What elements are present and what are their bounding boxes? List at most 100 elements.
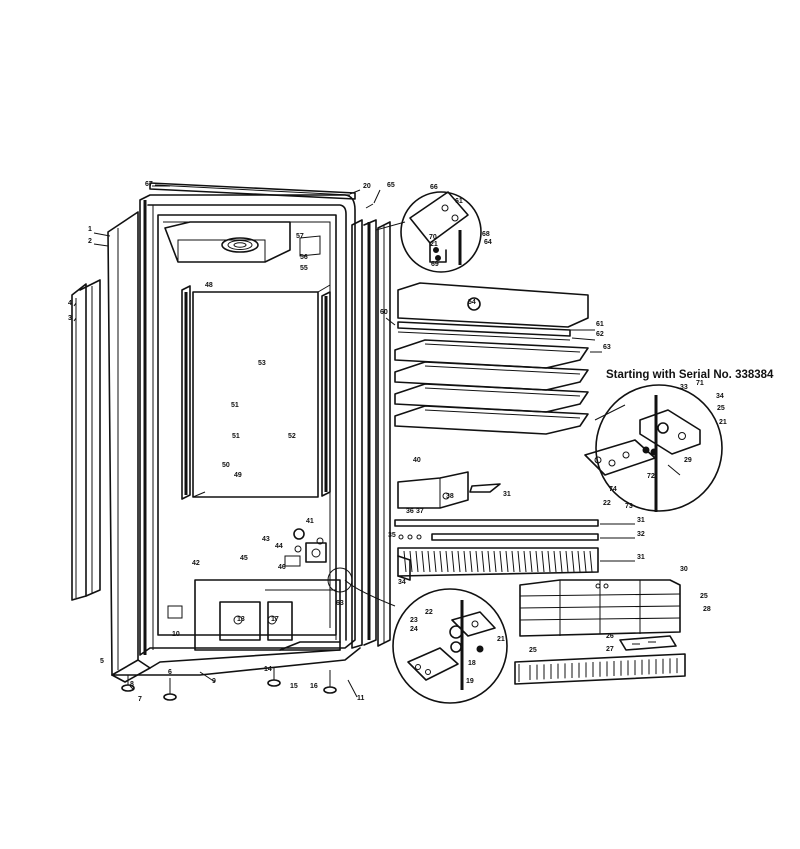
callout-73: 73 [625,503,633,510]
callout-20: 20 [363,183,371,190]
callout-25: 25 [700,593,708,600]
callout-21: 21 [430,241,438,248]
callout-34: 34 [716,393,724,400]
callout-43: 43 [262,536,270,543]
louver-slat [409,550,413,573]
shelves [394,339,589,435]
callout-50: 50 [222,462,230,469]
louver-slat [415,550,419,573]
callout-13: 13 [237,616,245,623]
callout-1: 1 [88,226,92,233]
callout-61: 61 [596,321,604,328]
callout-31: 31 [637,554,645,561]
callout-9: 9 [212,678,216,685]
callout-54: 54 [468,299,476,306]
callout-6: 6 [168,669,172,676]
callout-4: 4 [68,300,72,307]
louver-slat [469,550,473,573]
callout-41: 41 [306,518,314,525]
louver-slat [589,550,593,573]
louver-slat [511,550,515,573]
louver-slat [493,550,497,573]
callout-28: 28 [703,606,711,613]
callout-10: 10 [172,631,180,638]
louver-slat [457,550,461,573]
louver-slat [547,550,551,573]
callout-38: 38 [446,493,454,500]
louver-slat [505,550,509,573]
callout-67: 67 [145,181,153,188]
louver-slat [403,550,407,573]
callout-34: 34 [398,579,406,586]
fan-housing [164,221,321,263]
lower-compartment [121,528,341,701]
louver-slat [463,550,467,573]
callout-63: 63 [336,600,344,607]
callout-35: 35 [388,532,396,539]
callout-22: 22 [603,500,611,507]
louver-slat [583,550,587,573]
callout-33: 33 [680,384,688,391]
basket [519,579,681,637]
callout-70: 70 [429,234,437,241]
louver-slat [427,550,431,573]
liner-back-wall [181,284,331,500]
louver-slat [577,550,581,573]
crisper-cover [397,282,589,341]
callout-31: 31 [503,491,511,498]
callout-7: 7 [138,696,142,703]
callout-51: 51 [231,402,239,409]
louver-slat [565,550,569,573]
serial-number-note: Starting with Serial No. 338384 [606,369,774,381]
louvered-drawer [397,547,599,581]
callout-42: 42 [192,560,200,567]
door-frame [377,221,391,647]
leader-lines [73,185,635,698]
callout-62: 62 [596,331,604,338]
callout-49: 49 [234,472,242,479]
louver-slat [559,550,563,573]
callout-24: 24 [410,626,418,633]
callout-22: 22 [425,609,433,616]
callout-3: 3 [68,315,72,322]
callout-72: 72 [647,473,655,480]
callout-27: 27 [606,646,614,653]
callout-57: 57 [296,233,304,240]
callout-74: 74 [609,486,617,493]
callout-60: 60 [380,309,388,316]
callout-68: 68 [482,231,490,238]
callout-64: 64 [484,239,492,246]
callout-52: 52 [288,433,296,440]
louver-slat [571,550,575,573]
slide-rails [394,519,599,541]
callout-16: 16 [310,683,318,690]
callout-51: 51 [232,433,240,440]
callout-26: 26 [606,633,614,640]
callout-56: 56 [300,254,308,261]
callout-40: 40 [413,457,421,464]
callout-37: 37 [416,508,424,515]
callout-31: 31 [637,517,645,524]
serial-hinge-detail [584,384,723,512]
callout-71: 71 [696,380,704,387]
callout-21: 21 [497,636,505,643]
louver-slat [445,550,449,573]
kickplate [514,653,686,685]
callout-63: 63 [603,344,611,351]
callout-23: 23 [410,617,418,624]
damper-bracket [619,635,677,651]
louver-slat [439,550,443,573]
callout-61: 61 [455,198,463,205]
louver-slat [487,550,491,573]
callout-25: 25 [717,405,725,412]
callout-53: 53 [258,360,266,367]
callout-46: 46 [278,564,286,571]
callout-18: 18 [468,660,476,667]
louver-slat [451,550,455,573]
callout-17: 17 [271,616,279,623]
callout-55: 55 [300,265,308,272]
louver-slat [475,550,479,573]
small-bin [397,471,501,509]
